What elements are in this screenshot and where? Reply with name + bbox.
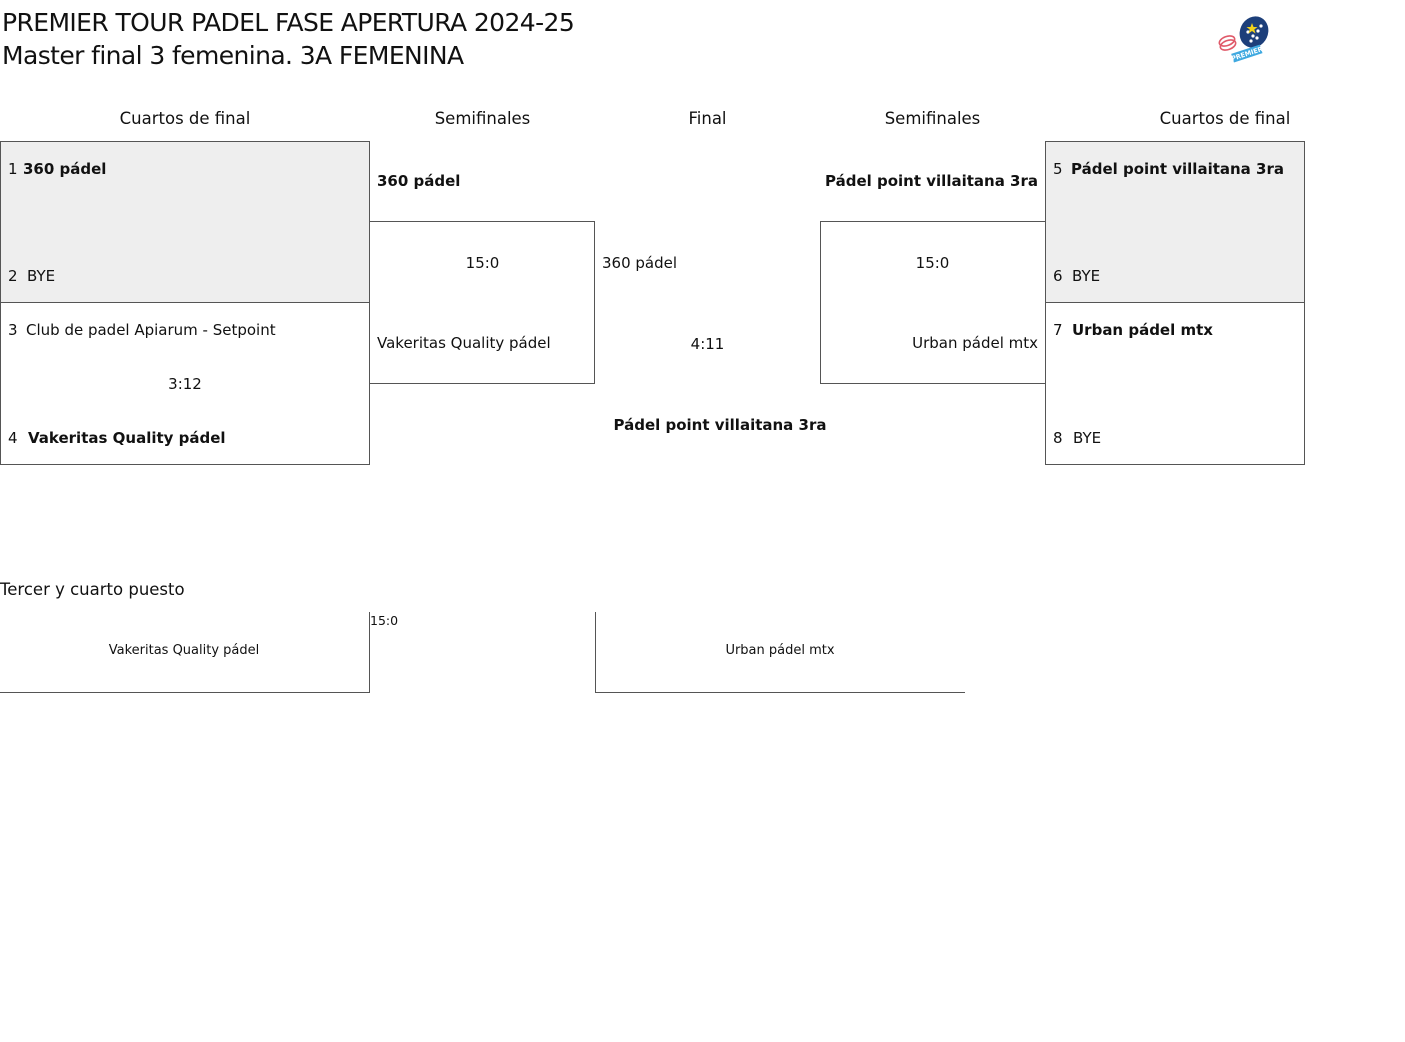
round-header-left-quarterfinals: Cuartos de final xyxy=(119,109,251,128)
match-score: 15:0 xyxy=(370,613,399,628)
round-header-right-semifinals: Semifinales xyxy=(884,109,981,128)
bracket-line xyxy=(595,612,596,693)
seed-number: 3 xyxy=(8,321,18,339)
seed-number: 4 xyxy=(8,429,18,447)
champion-name: Pádel point villaitana 3ra xyxy=(613,416,827,434)
right-qf-match-2 xyxy=(1045,302,1305,465)
match-score: 15:0 xyxy=(915,254,950,272)
seed-number: 8 xyxy=(1053,429,1063,447)
team-name: Vakeritas Quality pádel xyxy=(377,334,551,352)
team-name: Urban pádel mtx xyxy=(725,643,835,658)
team-name: Vakeritas Quality pádel xyxy=(28,429,226,447)
round-header-right-quarterfinals: Cuartos de final xyxy=(1159,109,1291,128)
round-header-final: Final xyxy=(688,109,727,128)
team-name: Urban pádel mtx xyxy=(912,334,1038,352)
seed-number: 6 xyxy=(1053,267,1063,285)
bracket-line xyxy=(595,692,965,693)
team-name: 360 pádel xyxy=(602,254,678,272)
page-title: PREMIER TOUR PADEL FASE APERTURA 2024-25 xyxy=(2,8,575,37)
match-score: 3:12 xyxy=(168,375,202,393)
third-place-title: Tercer y cuarto puesto xyxy=(0,580,185,599)
bracket-line xyxy=(0,692,370,693)
bracket-line xyxy=(369,612,370,693)
page-subtitle: Master final 3 femenina. 3A FEMENINA xyxy=(2,41,464,70)
team-name: BYE xyxy=(1073,429,1102,447)
match-score: 15:0 xyxy=(465,254,500,272)
seed-number: 7 xyxy=(1053,321,1063,339)
seed-number: 1 xyxy=(8,160,18,178)
right-qf-match-1 xyxy=(1045,141,1305,303)
team-name: Vakeritas Quality pádel xyxy=(108,643,260,658)
right-semifinal-bracket xyxy=(820,221,1046,384)
match-score: 4:11 xyxy=(690,335,725,353)
team-name: 360 pádel xyxy=(23,160,107,178)
team-name: Club de padel Apiarum - Setpoint xyxy=(26,321,276,339)
team-name: Pádel point villaitana 3ra xyxy=(1071,160,1284,178)
team-name: 360 pádel xyxy=(377,172,461,190)
premier-logo: PREMIER xyxy=(1214,14,1274,68)
team-name: Urban pádel mtx xyxy=(1072,321,1213,339)
team-name: BYE xyxy=(27,267,56,285)
team-name: BYE xyxy=(1072,267,1101,285)
seed-number: 2 xyxy=(8,267,18,285)
left-semifinal-bracket xyxy=(369,221,595,384)
padel-racket-logo-icon: PREMIER xyxy=(1218,16,1269,63)
team-name: Pádel point villaitana 3ra xyxy=(825,172,1038,190)
seed-number: 5 xyxy=(1053,160,1063,178)
round-header-left-semifinals: Semifinales xyxy=(434,109,531,128)
logo-text: PREMIER xyxy=(1230,45,1263,63)
